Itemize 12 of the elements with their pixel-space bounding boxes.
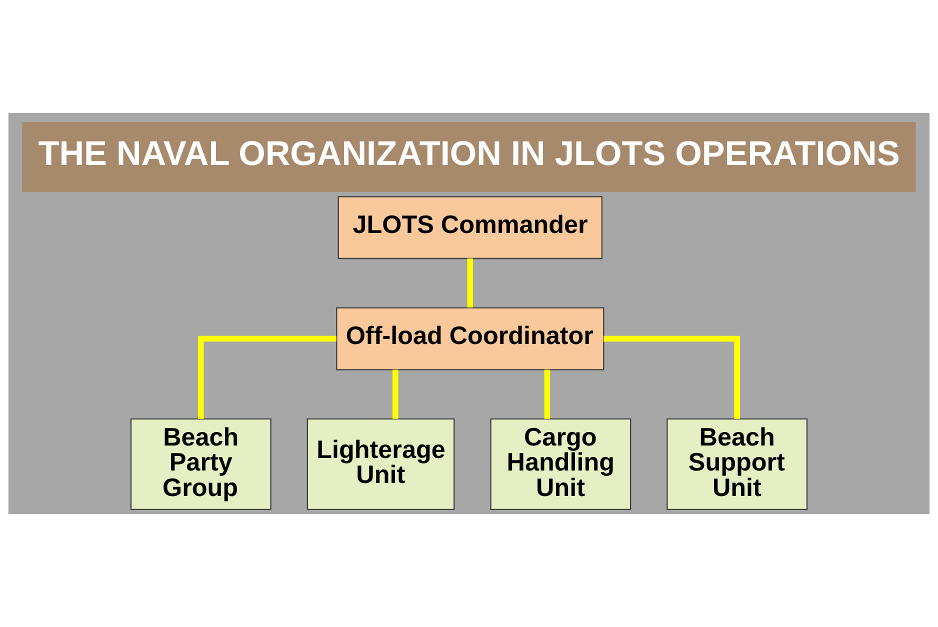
connector <box>392 370 398 419</box>
node-box: Off-load Coordinator <box>336 307 604 370</box>
node-box: Beach Party Group <box>130 418 272 510</box>
node-box: Lighterage Unit <box>306 418 455 510</box>
node-box: JLOTS Commander <box>338 196 602 260</box>
node-box: Beach Support Unit <box>666 418 808 510</box>
connector <box>467 258 473 308</box>
connector <box>544 370 550 419</box>
connector <box>604 336 740 419</box>
connector <box>198 336 336 419</box>
diagram-title: THE NAVAL ORGANIZATION IN JLOTS OPERATIONS <box>38 135 900 174</box>
node-box: Cargo Handling Unit <box>490 418 632 510</box>
